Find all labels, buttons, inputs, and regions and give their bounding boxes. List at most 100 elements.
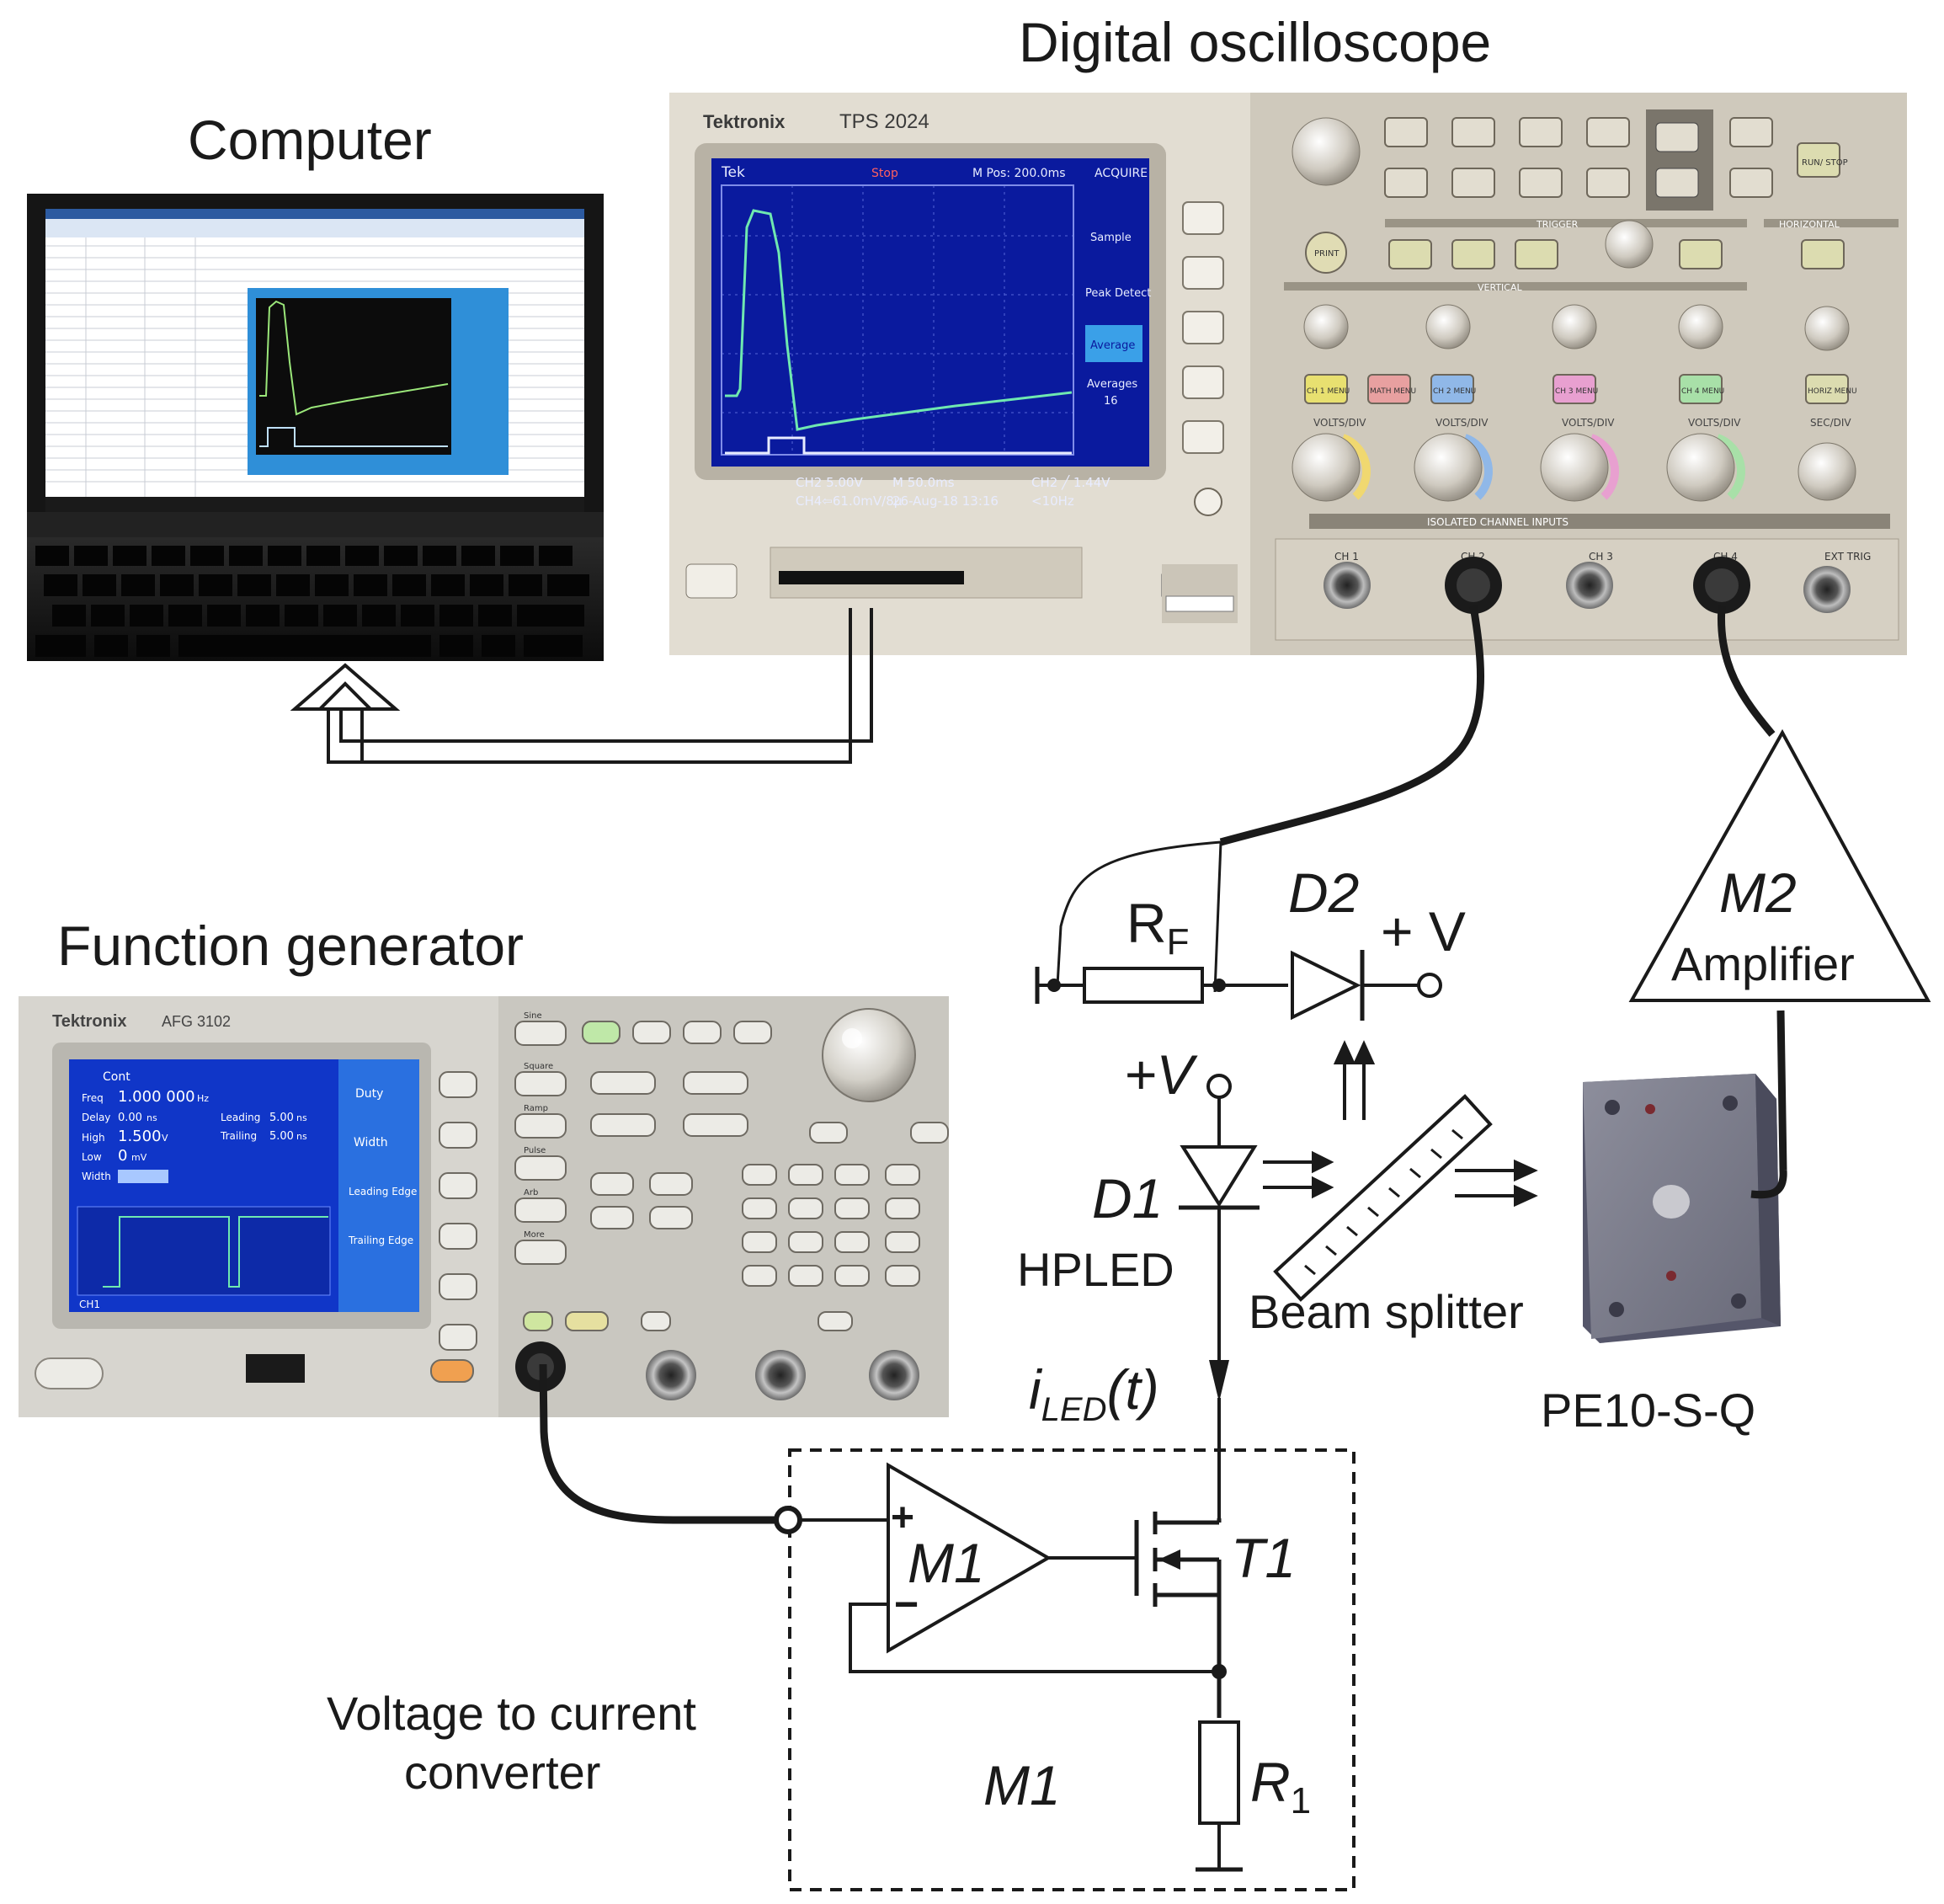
fg-param-low-name: Low bbox=[82, 1151, 102, 1163]
current-arrow bbox=[1209, 1360, 1229, 1402]
m2-label: M2 bbox=[1719, 861, 1797, 924]
scope-menu-peak: Peak Detect bbox=[1085, 287, 1151, 300]
scope-math-menu: MATH MENU bbox=[1370, 387, 1416, 396]
mosfet-symbol bbox=[1134, 1512, 1222, 1718]
scope-readout-ch2: CH2 5.00V bbox=[796, 475, 863, 490]
fg-model: AFG 3102 bbox=[162, 1013, 231, 1030]
beam-splitter bbox=[1273, 1094, 1493, 1302]
fg-param-high-value: 1.500 bbox=[118, 1128, 162, 1145]
scope-menu-averages: Averages bbox=[1087, 378, 1137, 391]
usb-cable-inner bbox=[360, 608, 852, 764]
converter-input-terminal bbox=[774, 1506, 802, 1534]
scope-readout-freq: <10Hz bbox=[1031, 493, 1074, 509]
m1-box-label: M1 bbox=[983, 1754, 1061, 1816]
scope-ch1-menu: CH 1 MENU bbox=[1307, 387, 1350, 396]
rf-label: RF bbox=[1126, 892, 1190, 963]
function-generator-illustration: Tektronix AFG 3102 Cont Freq 1.000 000 H… bbox=[19, 996, 949, 1417]
scope-voltsdiv-1: VOLTS/DIV bbox=[1313, 417, 1366, 429]
scope-section-vertical: VERTICAL bbox=[1478, 282, 1522, 293]
probe-ground-lead bbox=[1213, 841, 1222, 993]
laptop-illustration bbox=[27, 194, 604, 661]
scope-secdiv: SEC/DIV bbox=[1810, 417, 1851, 429]
fg-edge-leading-value: 5.00 bbox=[269, 1112, 294, 1124]
feedback-wire bbox=[849, 1603, 1219, 1673]
scope-horiz-menu: HORIZ MENU bbox=[1808, 387, 1857, 396]
opamp-plus: + bbox=[891, 1496, 914, 1540]
scope-inputs-banner: ISOLATED CHANNEL INPUTS bbox=[1427, 516, 1569, 528]
fg-param-high-name: High bbox=[82, 1132, 105, 1144]
usb-cable-outer bbox=[316, 608, 873, 743]
oscilloscope-title: Digital oscilloscope bbox=[1019, 11, 1492, 73]
amplifier-triangle bbox=[1628, 728, 1931, 1002]
scope-screen-status: Stop bbox=[871, 167, 898, 180]
oscilloscope-photo: Tektronix TPS 2024 Tek Stop M Pos: 200.0… bbox=[669, 93, 1907, 655]
fg-btn-square: Square bbox=[524, 1062, 553, 1071]
laptop-photo bbox=[27, 194, 604, 661]
fg-param-high-unit: V bbox=[162, 1133, 168, 1144]
scope-input-ch3: CH 3 bbox=[1589, 551, 1613, 563]
vtc-label-line1: Voltage to current bbox=[327, 1687, 696, 1740]
fg-btn-sine: Sine bbox=[524, 1011, 542, 1021]
fg-param-low-value: 0 bbox=[118, 1147, 127, 1165]
fg-side-leading: Leading Edge bbox=[349, 1186, 417, 1197]
fg-edge-leading-name: Leading bbox=[221, 1112, 260, 1123]
scope-voltsdiv-3: VOLTS/DIV bbox=[1562, 417, 1615, 429]
fg-btn-arb: Arb bbox=[524, 1188, 538, 1197]
ch4-cable bbox=[1717, 605, 1776, 737]
scope-input-ch1: CH 1 bbox=[1334, 551, 1359, 563]
scope-readout-timebase: M 50.0ms bbox=[892, 475, 955, 490]
d2-supply-label: + V bbox=[1381, 900, 1466, 963]
fg-side-trailing: Trailing Edge bbox=[348, 1235, 413, 1246]
converter-box bbox=[788, 1448, 1355, 1891]
d2-label: D2 bbox=[1288, 861, 1360, 924]
rf-right-node bbox=[1212, 979, 1226, 992]
feedback-node bbox=[1212, 1664, 1227, 1679]
fg-param-width-highlight bbox=[118, 1170, 168, 1183]
d2-diode-symbol bbox=[1291, 950, 1361, 1021]
fg-edge-trailing-value: 5.00 bbox=[269, 1130, 294, 1143]
fg-param-freq-name: Freq bbox=[82, 1092, 104, 1104]
fg-edge-trailing-unit: ns bbox=[296, 1131, 307, 1142]
scope-ch2-menu: CH 2 MENU bbox=[1433, 387, 1476, 396]
vtc-label-line2: converter bbox=[404, 1746, 601, 1799]
scope-section-trigger: TRIGGER bbox=[1536, 219, 1579, 230]
scope-menu-average: Average bbox=[1090, 339, 1135, 352]
fg-param-width-name: Width bbox=[82, 1171, 111, 1182]
i-led-label: iLED(t) bbox=[1029, 1358, 1159, 1429]
fg-edge-leading-unit: ns bbox=[296, 1112, 307, 1123]
fg-edge-trailing-name: Trailing bbox=[220, 1130, 257, 1142]
fg-param-delay-unit: ns bbox=[146, 1112, 157, 1123]
opamp-minus: − bbox=[894, 1581, 919, 1628]
scope-menu-title: ACQUIRE bbox=[1094, 167, 1148, 180]
fg-btn-more: More bbox=[524, 1230, 545, 1240]
computer-title: Computer bbox=[188, 109, 432, 171]
scope-readout-trigger: CH2 ╱ 1.44V bbox=[1031, 475, 1110, 490]
scope-trace-ch4 bbox=[725, 209, 1073, 431]
fg-param-freq-unit: Hz bbox=[197, 1093, 209, 1104]
fg-param-freq-value: 1.000 000 bbox=[118, 1088, 195, 1106]
oscilloscope-illustration: Tektronix TPS 2024 Tek Stop M Pos: 200.0… bbox=[669, 93, 1907, 655]
scope-menu-average-highlight bbox=[1085, 325, 1142, 362]
scope-menu-sample: Sample bbox=[1090, 232, 1132, 244]
opamp-triangle bbox=[887, 1462, 1052, 1654]
r1-resistor bbox=[1198, 1720, 1240, 1825]
scope-voltsdiv-4: VOLTS/DIV bbox=[1688, 417, 1741, 429]
scope-input-ext: EXT TRIG bbox=[1824, 551, 1871, 563]
amplifier-label: Amplifier bbox=[1671, 937, 1855, 990]
fg-channel-label: CH1 bbox=[79, 1299, 100, 1310]
scope-print: PRINT bbox=[1314, 249, 1339, 259]
fg-output-cable bbox=[539, 1363, 775, 1524]
r1-label: R1 bbox=[1250, 1751, 1312, 1822]
d1-led-symbol bbox=[1180, 1145, 1258, 1208]
d2-supply-terminal bbox=[1417, 973, 1442, 998]
fg-param-delay-value: 0.00 bbox=[118, 1112, 142, 1124]
scope-screen-mpos: M Pos: 200.0ms bbox=[972, 167, 1066, 180]
fg-screen-mode: Cont bbox=[103, 1070, 130, 1084]
scope-brand: Tektronix bbox=[703, 111, 786, 132]
function-generator-title: Function generator bbox=[57, 915, 525, 977]
scope-run-stop: RUN/ STOP bbox=[1802, 158, 1848, 168]
fg-param-delay-name: Delay bbox=[82, 1112, 110, 1123]
amplifier-sensor-cable bbox=[1750, 1010, 1787, 1199]
t1-label: T1 bbox=[1231, 1527, 1297, 1589]
